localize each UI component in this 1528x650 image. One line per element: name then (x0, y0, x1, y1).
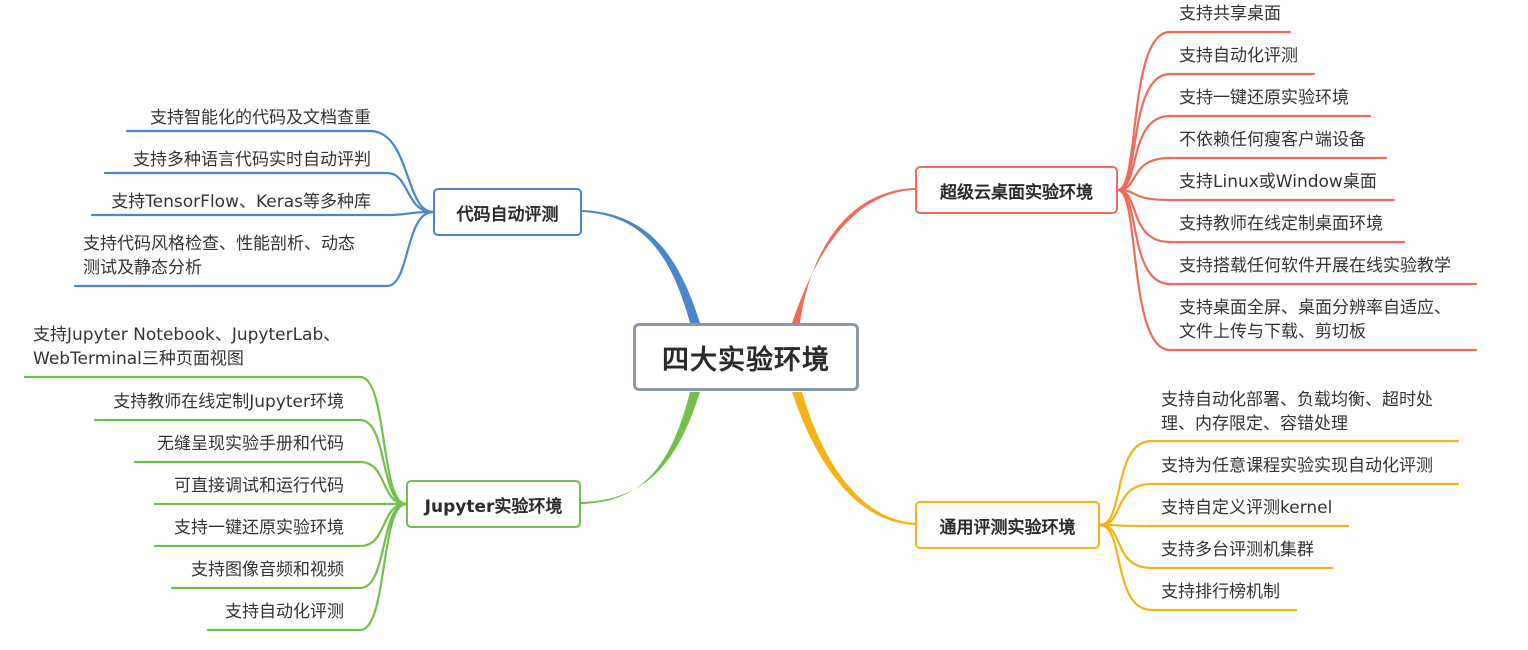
leaf-cloud-6: 支持教师在线定制桌面环境 (1179, 214, 1383, 234)
edge-general-4 (1098, 523, 1154, 570)
edge-code-eval-4 (385, 210, 435, 288)
edge-cloud-3 (1116, 114, 1172, 192)
main-edge-general (792, 392, 915, 525)
main-edge-jupyter (581, 392, 700, 504)
leaf-cloud-7: 支持搭载任何软件开展在线实验教学 (1179, 256, 1451, 276)
leaf-jupyter-1: 支持Jupyter Notebook、JupyterLab、 WebTermin… (33, 325, 341, 369)
leaf-general-2: 支持为任意课程实验实现自动化评测 (1161, 456, 1433, 476)
edge-code-eval-1 (368, 129, 435, 214)
leaf-code-eval-1: 支持智能化的代码及文档查重 (150, 108, 371, 128)
leaf-general-4: 支持多台评测机集群 (1161, 540, 1314, 560)
leaf-cloud-1: 支持共享桌面 (1179, 4, 1281, 24)
leaf-jupyter-6: 支持图像音频和视频 (191, 560, 344, 580)
leaf-code-eval-4: 支持代码风格检查、性能剖析、动态 测试及静态分析 (83, 234, 355, 278)
central-topic[interactable]: 四大实验环境 (633, 323, 859, 391)
leaf-cloud-2: 支持自动化评测 (1179, 46, 1298, 66)
edge-general-1 (1098, 439, 1154, 527)
leaf-cloud-5: 支持Linux或Window桌面 (1179, 172, 1377, 192)
edge-jupyter-5 (358, 502, 408, 548)
leaf-cloud-3: 支持一键还原实验环境 (1179, 88, 1349, 108)
edge-cloud-7 (1116, 188, 1172, 286)
edge-general-2 (1098, 482, 1154, 527)
leaf-code-eval-2: 支持多种语言代码实时自动评判 (133, 150, 371, 170)
leaf-general-3: 支持自定义评测kernel (1161, 498, 1333, 518)
edge-code-eval-2 (385, 171, 435, 214)
leaf-jupyter-2: 支持教师在线定制Jupyter环境 (113, 392, 344, 412)
leaf-code-eval-3: 支持TensorFlow、Keras等多种库 (111, 192, 371, 212)
edge-code-eval-3 (385, 210, 435, 217)
edge-jupyter-7 (358, 502, 408, 632)
leaf-cloud-4: 不依赖任何瘦客户端设备 (1179, 130, 1366, 150)
branch-code-eval[interactable]: 代码自动评测 (433, 188, 582, 236)
main-edge-cloud (792, 188, 915, 323)
edge-jupyter-2 (358, 418, 408, 506)
edge-cloud-8 (1116, 188, 1172, 352)
main-edge-code-eval (582, 210, 700, 323)
leaf-jupyter-4: 可直接调试和运行代码 (174, 476, 344, 496)
leaf-general-1: 支持自动化部署、负载均衡、超时处 理、内存限定、容错处理 (1161, 390, 1433, 434)
leaf-jupyter-5: 支持一键还原实验环境 (174, 518, 344, 538)
branch-cloud-desktop[interactable]: 超级云桌面实验环境 (915, 166, 1118, 214)
edge-cloud-2 (1116, 72, 1172, 192)
leaf-jupyter-3: 无缝呈现实验手册和代码 (157, 434, 344, 454)
edge-general-5 (1098, 523, 1154, 612)
branch-jupyter[interactable]: Jupyter实验环境 (406, 480, 581, 528)
edge-cloud-4 (1116, 156, 1172, 192)
leaf-cloud-8: 支持桌面全屏、桌面分辨率自适应、 文件上传与下载、剪切板 (1179, 298, 1451, 342)
edge-jupyter-3 (358, 460, 408, 506)
edge-jupyter-1 (358, 375, 408, 506)
leaf-general-5: 支持排行榜机制 (1161, 582, 1280, 602)
leaf-jupyter-7: 支持自动化评测 (225, 602, 344, 622)
branch-general-eval[interactable]: 通用评测实验环境 (915, 501, 1100, 549)
